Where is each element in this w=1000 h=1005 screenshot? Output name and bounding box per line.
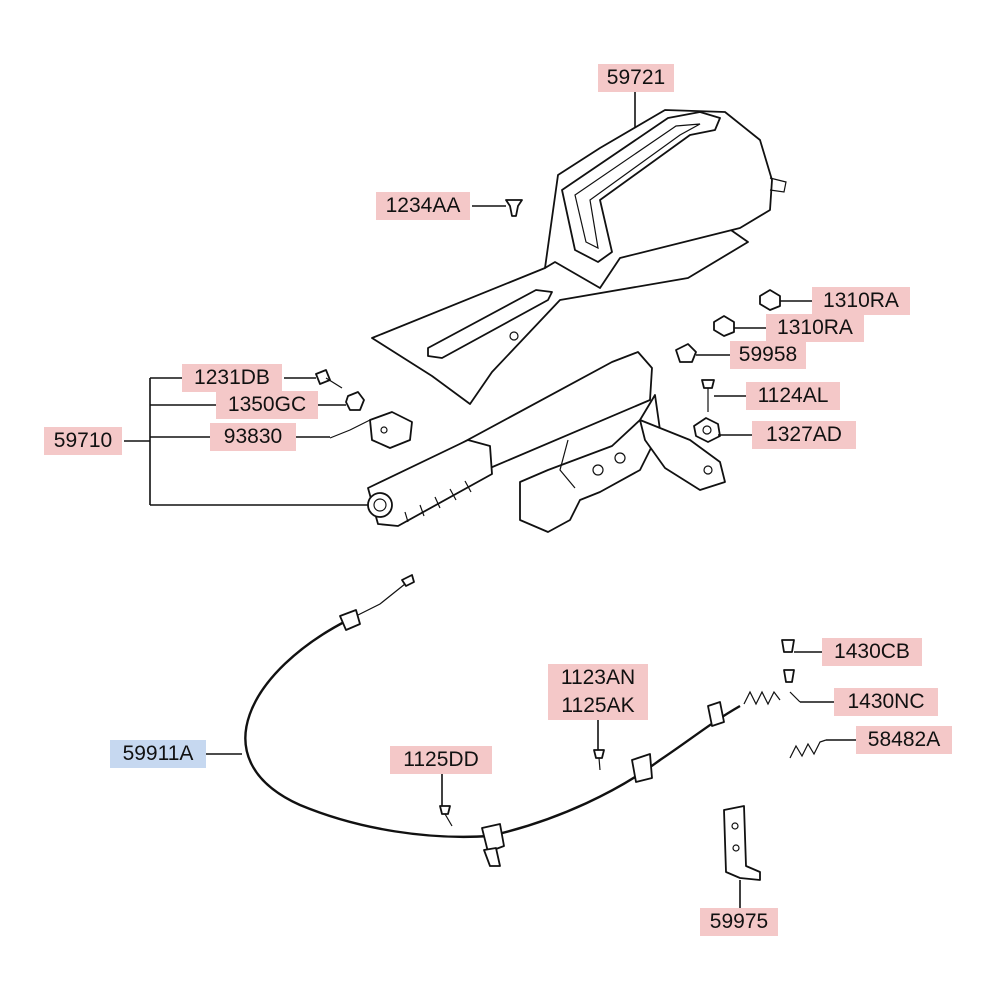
lever-assembly-drawing: [329, 351, 726, 533]
part-label-1231db[interactable]: 1231DB: [182, 364, 282, 392]
part-label-59911a[interactable]: 59911A: [110, 740, 206, 768]
part-label-58482a[interactable]: 58482A: [856, 726, 952, 754]
part-label-1124al[interactable]: 1124AL: [746, 382, 840, 410]
leader-lines: [124, 92, 856, 908]
part-label-59958[interactable]: 59958: [730, 341, 806, 369]
cable-drawing: [244, 574, 827, 881]
console-cover-drawing: [371, 109, 787, 405]
part-label-59710[interactable]: 59710: [44, 427, 122, 455]
part-label-1234aa[interactable]: 1234AA: [376, 192, 470, 220]
fasteners-drawing: [315, 199, 781, 443]
part-label-1430cb[interactable]: 1430CB: [822, 638, 922, 666]
part-label-93830[interactable]: 93830: [210, 423, 296, 451]
part-label-59975[interactable]: 59975: [700, 908, 778, 936]
part-label-59721[interactable]: 59721: [598, 64, 674, 92]
part-label-1350gc[interactable]: 1350GC: [216, 391, 318, 419]
part-label-1430nc[interactable]: 1430NC: [834, 688, 938, 716]
part-label-1310ra-upper[interactable]: 1310RA: [812, 287, 910, 315]
part-label-1310ra-lower[interactable]: 1310RA: [766, 314, 864, 342]
part-label-1327ad[interactable]: 1327AD: [752, 421, 856, 449]
part-label-1125dd[interactable]: 1125DD: [390, 746, 492, 774]
part-label-1125ak[interactable]: 1125AK: [548, 692, 648, 720]
part-label-1123an[interactable]: 1123AN: [548, 664, 648, 692]
